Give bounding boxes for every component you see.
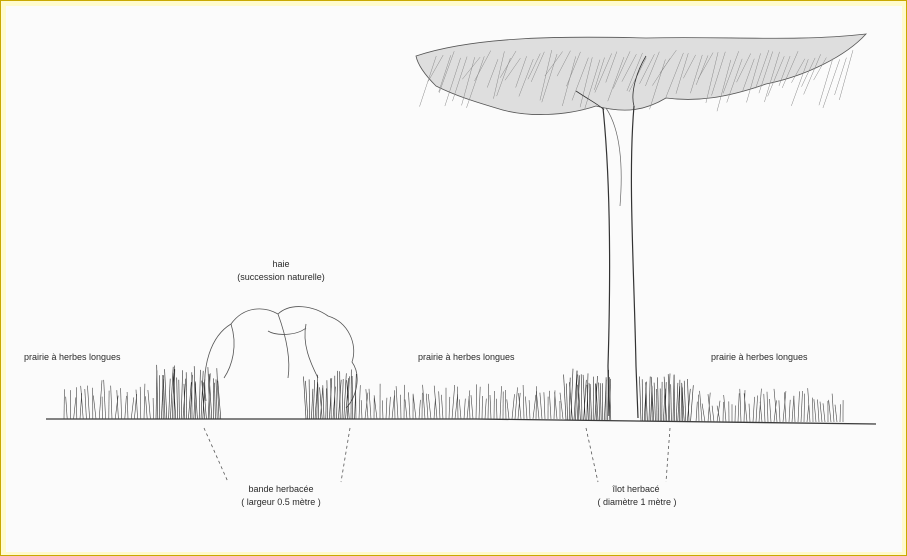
- ilot-title: îlot herbacé: [591, 483, 681, 495]
- hedge-shrub: [205, 307, 357, 408]
- bande-subtitle: ( largeur 0.5 mètre ): [211, 496, 351, 508]
- prairie-right-label: prairie à herbes longues: [711, 351, 808, 363]
- grass-ilot-right: [640, 374, 694, 422]
- prairie-center-label: prairie à herbes longues: [418, 351, 515, 363]
- prairie-left-label: prairie à herbes longues: [24, 351, 121, 363]
- tree-canopy: [416, 34, 866, 115]
- haie-subtitle: (succession naturelle): [209, 271, 353, 283]
- ilot-indicators: [586, 428, 670, 482]
- sketch-sheet: haie (succession naturelle) prairie à he…: [6, 6, 902, 552]
- grass-left: [64, 380, 154, 419]
- bande-indicators: [204, 428, 350, 482]
- ilot-subtitle: ( diamètre 1 mètre ): [574, 496, 700, 508]
- grass-right: [696, 388, 843, 422]
- ground-line: [46, 419, 876, 424]
- grass-ilot-left: [564, 369, 611, 420]
- haie-title: haie: [261, 258, 301, 270]
- bande-title: bande herbacée: [221, 483, 341, 495]
- tree-trunk: [576, 56, 646, 418]
- grass-bande-left: [156, 365, 221, 419]
- grass-center: [356, 384, 563, 419]
- landscape-sketch: [6, 6, 902, 552]
- grass-bande-right: [304, 370, 357, 420]
